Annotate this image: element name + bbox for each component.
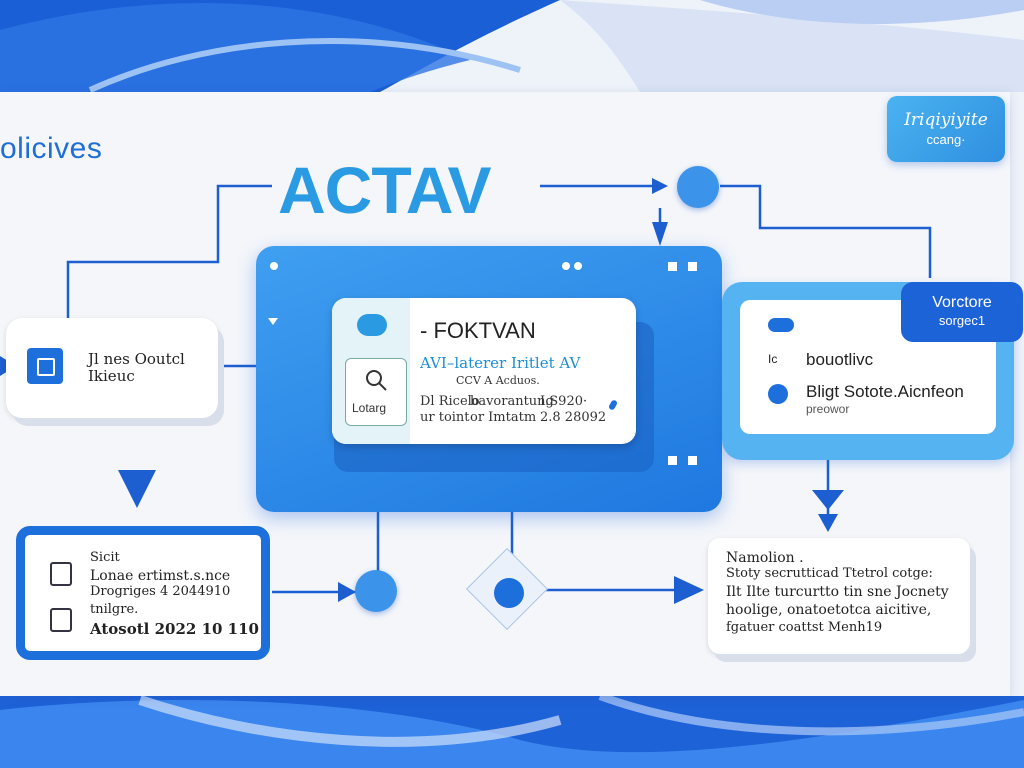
window-control-icon[interactable] bbox=[668, 262, 677, 271]
note-line3: Ilt Ilte turcurtto tin sne Jocnety bbox=[726, 584, 949, 600]
badge-title: Iriqiyiyite bbox=[904, 110, 988, 130]
toggle-icon[interactable] bbox=[357, 314, 387, 336]
right-badge[interactable]: Vorctore sorgec1 bbox=[901, 282, 1023, 342]
right-item1-label: bouotlivc bbox=[806, 350, 874, 369]
bottom-left-log-card[interactable] bbox=[16, 526, 270, 660]
card-meta-mid: bavorantung or Imtatm bbox=[470, 394, 554, 425]
log-line2: Drogriges 4 2044910 bbox=[90, 584, 231, 599]
card-meta-right: I.S920· 2.8 28092 bbox=[540, 394, 607, 425]
right-badge-title: Vorctore bbox=[932, 294, 992, 311]
info-icon[interactable] bbox=[768, 384, 788, 404]
log-line3: tnilgre. bbox=[90, 602, 139, 617]
search-icon bbox=[366, 370, 387, 391]
tool-icon bbox=[494, 578, 524, 608]
card-caption: CCV A Acduos. bbox=[456, 374, 540, 387]
square-icon bbox=[27, 348, 63, 384]
right-badge-subtitle: sorgec1 bbox=[938, 313, 986, 328]
window-dot-icon bbox=[574, 262, 582, 270]
window-control-icon[interactable] bbox=[688, 456, 697, 465]
right-item2-subtitle: preowor bbox=[806, 402, 850, 416]
note-line5: fgatuer coattst Menh19 bbox=[726, 620, 883, 635]
left-card-line2: Ikieuc bbox=[88, 367, 135, 385]
search-widget[interactable]: Lotarg bbox=[345, 358, 407, 426]
checkbox-icon[interactable] bbox=[50, 562, 72, 586]
card-meta-left: Dl Ricelo ur toint bbox=[420, 394, 480, 425]
diagram-title: ACTAV bbox=[278, 153, 492, 227]
window-dot-icon bbox=[270, 262, 278, 270]
note-line1: Namolion . bbox=[726, 550, 804, 566]
log-line4: Atosotl 2022 10 110 bbox=[90, 620, 259, 638]
card-title: - FOKTVAN bbox=[420, 318, 536, 343]
badge-subtitle: ccang· bbox=[926, 132, 966, 147]
bottom-right-note-card[interactable] bbox=[708, 538, 970, 654]
top-right-badge[interactable]: Iriqiyiyite ccang· bbox=[887, 96, 1005, 162]
left-card-text: Jl nes Ooutcl Ikieuc bbox=[88, 351, 185, 385]
right-item1-prefix: Ic bbox=[768, 352, 778, 366]
note-line2: Stoty secrutticad Ttetrol cotge: bbox=[726, 566, 933, 581]
chevron-down-icon[interactable] bbox=[268, 318, 278, 325]
left-card-line1: Jl nes Ooutcl bbox=[88, 350, 185, 368]
link-icon[interactable] bbox=[768, 318, 794, 332]
window-dot-icon bbox=[562, 262, 570, 270]
window-control-icon[interactable] bbox=[688, 262, 697, 271]
card-subtitle: AVI–laterer Iritlet AV bbox=[420, 354, 581, 372]
top-node-circle[interactable] bbox=[677, 166, 719, 208]
search-label: Lotarg bbox=[352, 401, 387, 415]
square-icon-inner bbox=[37, 358, 55, 376]
note-line4: hoolige, onatoetotca aicitive, bbox=[726, 602, 932, 618]
log-line1: Lonae ertimst.s.nce bbox=[90, 568, 231, 584]
right-item2-label: Bligt Sotote.Aicnfeon bbox=[806, 382, 964, 401]
window-control-icon[interactable] bbox=[668, 456, 677, 465]
checkbox-icon[interactable] bbox=[50, 608, 72, 632]
bottom-node-circle[interactable] bbox=[355, 570, 397, 612]
brand-logo-text: olicives bbox=[0, 132, 103, 165]
log-heading: Sicit bbox=[90, 550, 120, 565]
